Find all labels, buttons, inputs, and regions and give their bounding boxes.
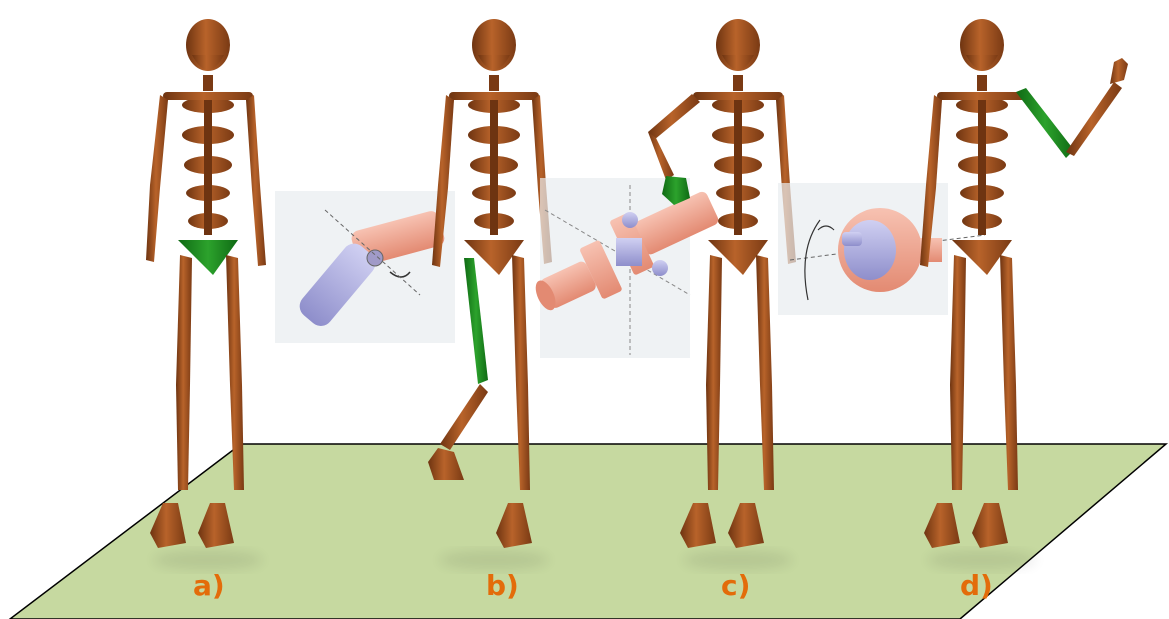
thigh-highlight: [464, 258, 488, 384]
universal-joint-icon: [527, 178, 726, 358]
label-d: d): [960, 572, 993, 600]
hinge-joint-icon: [275, 191, 455, 343]
label-a: a): [193, 572, 225, 600]
label-c: c): [721, 572, 750, 600]
label-b: b): [486, 572, 519, 600]
forearm-highlight: [1016, 88, 1074, 158]
